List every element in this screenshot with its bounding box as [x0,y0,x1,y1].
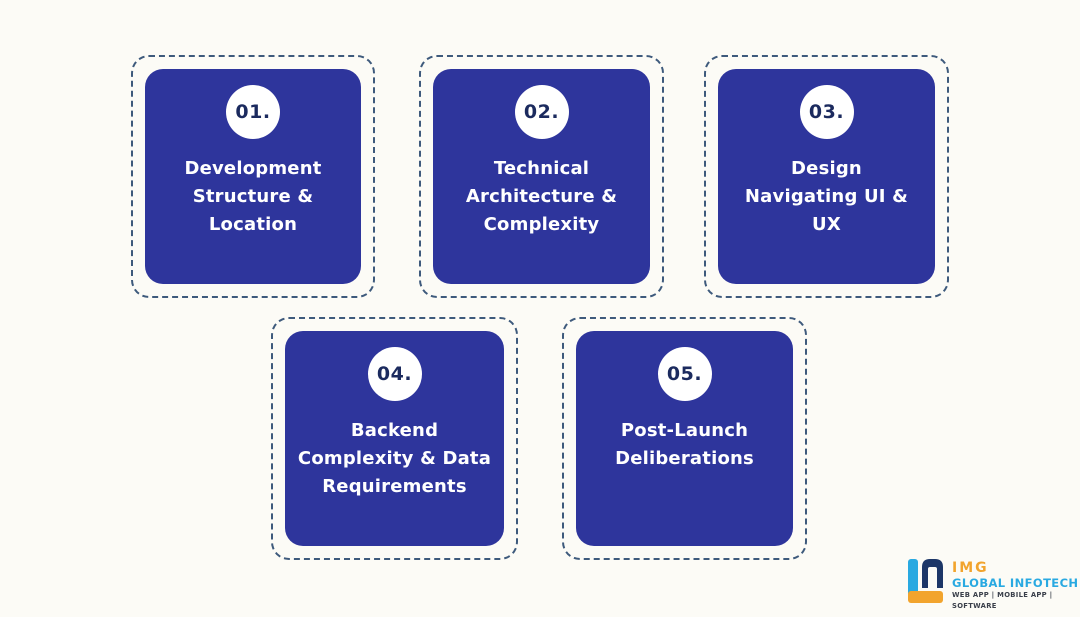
logo-text-block: IMG GLOBAL INFOTECH WEB APP | MOBILE APP… [952,559,1080,612]
card-title: Design Navigating UI & UX [744,158,909,235]
card-development-structure: 01. Development Structure & Location [131,55,375,298]
card-title: Technical Architecture & Complexity [465,158,618,235]
logo-subtitle: GLOBAL INFOTECH [952,576,1079,590]
number-badge: 03. [799,85,854,139]
card-number: 04. [376,363,413,385]
number-badge: 05. [657,347,712,401]
img-global-infotech-logo-icon [908,559,943,603]
card-design-ui-ux: 03. Design Navigating UI & UX [704,55,949,298]
card-body: 01. Development Structure & Location [145,69,361,284]
card-technical-architecture: 02. Technical Architecture & Complexity [419,55,664,298]
logo-name: IMG [952,560,989,576]
logo-tagline: WEB APP | MOBILE APP | SOFTWARE [952,591,1053,610]
card-number: 03. [808,101,845,123]
company-logo: IMG GLOBAL INFOTECH WEB APP | MOBILE APP… [908,559,1080,612]
number-badge: 04. [367,347,422,401]
card-body: 02. Technical Architecture & Complexity [433,69,650,284]
card-number: 02. [523,101,560,123]
card-post-launch: 05. Post-Launch Deliberations [562,317,807,560]
number-badge: 02. [514,85,569,139]
card-body: 03. Design Navigating UI & UX [718,69,935,284]
card-title: Development Structure & Location [184,158,322,235]
card-number: 05. [666,363,703,385]
card-number: 01. [235,101,271,123]
card-body: 05. Post-Launch Deliberations [576,331,793,546]
card-backend-complexity: 04. Backend Complexity & Data Requiremen… [271,317,518,560]
card-title: Post-Launch Deliberations [615,420,754,469]
card-title: Backend Complexity & Data Requirements [297,420,492,497]
number-badge: 01. [226,85,280,139]
card-body: 04. Backend Complexity & Data Requiremen… [285,331,504,546]
